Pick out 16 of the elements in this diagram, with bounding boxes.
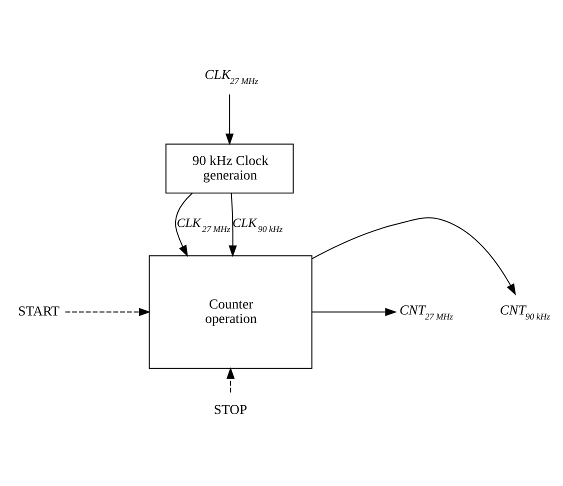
arrow bbox=[312, 216, 516, 296]
edge-label: CLK$_{90 kHz}$ bbox=[232, 215, 283, 234]
arrow bbox=[312, 307, 397, 316]
edge-label: CLK$_{27 MHz}$ bbox=[176, 215, 230, 234]
node-box: Counter operation bbox=[148, 254, 312, 368]
node-text: CNT$_{90 kHz}$ bbox=[500, 302, 550, 322]
node-text: STOP bbox=[214, 402, 248, 417]
arrow bbox=[226, 366, 235, 393]
node-text: START bbox=[18, 303, 60, 318]
arrow bbox=[225, 93, 234, 145]
node-text: CLK$_{27 MHz}$ bbox=[204, 66, 258, 86]
node-text: CNT$_{27 MHz}$ bbox=[399, 302, 454, 322]
arrow bbox=[64, 307, 151, 316]
arrow bbox=[228, 192, 237, 257]
node-box: 90 kHz Clock generaion bbox=[165, 143, 294, 194]
arrow bbox=[175, 192, 193, 256]
